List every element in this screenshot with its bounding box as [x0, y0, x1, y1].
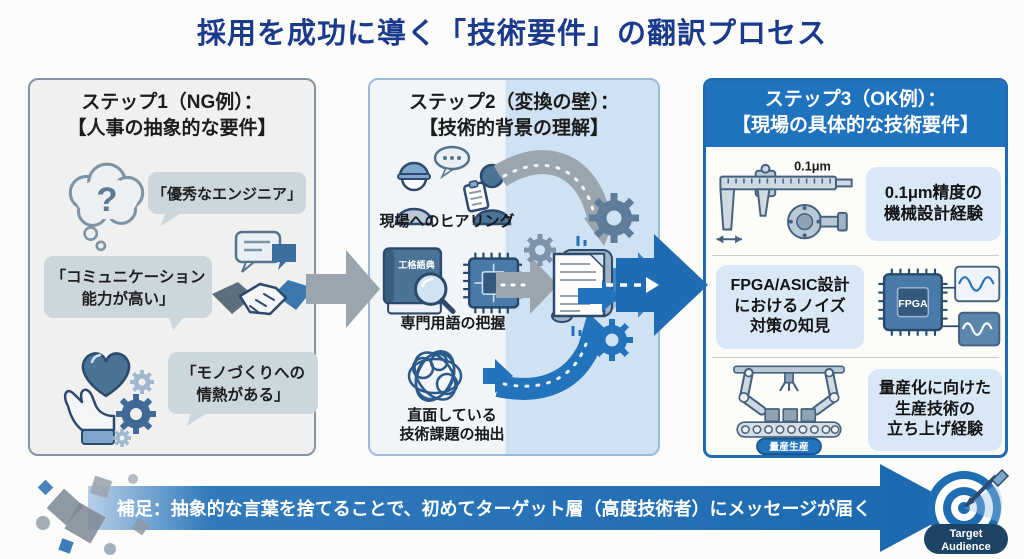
- panel-step1: ステップ1（NG例）： 【人事の抽象的な要件】 ? 「優秀なエンジニア」 「コミ…: [28, 78, 318, 456]
- gear-icon: [591, 319, 633, 361]
- requirement-text: 量産化に向けた 生産技術の 立ち上げ経験: [878, 379, 991, 439]
- speech-bubble-text: 「モノづくりへの 情熱がある」: [180, 365, 305, 404]
- footer-banner-arrow: [88, 464, 962, 552]
- requirement-bubble: 0.1μm精度の 機械設計経験: [866, 167, 1001, 241]
- step3-header: ステップ3（OK例）： 【現場の具体的な技術要件】: [706, 81, 1005, 148]
- bubble-tail: [158, 213, 182, 226]
- handshake-chat-icon: [212, 230, 314, 316]
- svg-text:?: ?: [96, 181, 117, 219]
- step2-item-label: 専門用語の把握: [400, 315, 506, 332]
- hand-heart-gears-icon: [63, 352, 156, 447]
- target-badge-line1: Target: [950, 528, 983, 540]
- thought-cloud-question-icon: ?: [68, 162, 145, 252]
- gear-icon: [113, 429, 131, 447]
- fpga-chip-icon: FPGA: [878, 265, 1001, 347]
- mini-arrow-icon: [483, 359, 513, 393]
- straight-gray-arrow-icon: [496, 256, 558, 314]
- step2-item-label: 現場へのヒアリング: [379, 213, 515, 230]
- footer-note: 補足：抽象的な言葉を捨てることで、初めてターゲット層（高度技術者）にメッセージが…: [116, 499, 872, 519]
- step2-item-label: 直面している 技術課題の抽出: [399, 407, 505, 443]
- page-title: 採用を成功に導く「技術要件」の翻訳プロセス: [196, 18, 827, 50]
- machined-part-icon: [787, 204, 848, 240]
- caliper-measure-label: 0.1μm: [794, 159, 831, 174]
- panel-step3: ステップ3（OK例）： 【現場の具体的な技術要件】 0.1μm 0.1μm精度の…: [703, 78, 1008, 458]
- factory-line-icon: 量産生産: [733, 365, 845, 455]
- gear-icon: [130, 370, 154, 394]
- speech-bubble-text: 「優秀なエンジニア」: [151, 185, 302, 203]
- confetti-square: [58, 538, 74, 554]
- arrow-step1-to-step2-icon: [306, 250, 380, 328]
- gear-icon: [524, 234, 556, 266]
- speech-bubble: 「モノづくりへの 情熱がある」: [168, 352, 318, 426]
- requirement-bubble: FPGA/ASIC設計 におけるノイズ 対策の知見: [716, 265, 864, 349]
- arrow-step2-to-step3-icon: [616, 234, 708, 336]
- curved-gray-arrow-icon: [493, 150, 612, 225]
- tangle-icon: [407, 350, 513, 402]
- speech-bubble: 「コミュニケーション 能力が高い」: [44, 256, 212, 330]
- production-badge-label: 量産生産: [769, 440, 809, 453]
- confetti-dot: [128, 474, 138, 484]
- requirement-text: FPGA/ASIC設計 におけるノイズ 対策の知見: [730, 276, 850, 336]
- speech-bubble-text: 「コミュニケーション 能力が高い」: [50, 269, 206, 308]
- production-badge: [756, 437, 822, 455]
- requirement-text: 0.1μm精度の 機械設計経験: [884, 183, 983, 223]
- chip-label: FPGA: [898, 298, 928, 310]
- row-divider: [712, 255, 999, 256]
- gear-icon: [116, 394, 156, 434]
- document-gears-icon: [551, 249, 620, 323]
- target-badge-line2: Audience: [941, 541, 991, 553]
- clipboard-icon: [463, 180, 490, 213]
- bubble-tail: [168, 317, 189, 330]
- magnifier-icon: [413, 272, 456, 314]
- book-label: 工格語典: [398, 259, 434, 270]
- confetti-dot: [36, 516, 50, 530]
- gear-icon: [589, 193, 639, 243]
- step2-header: ステップ2（変換の壁）： 【技術的背景の理解】: [408, 92, 620, 139]
- row-divider: [712, 357, 999, 358]
- confetti-square: [37, 479, 54, 496]
- bubble-tail: [184, 413, 208, 426]
- target-audience-icon: Target Audience: [924, 468, 1010, 554]
- conversion-flow-graphic: [493, 150, 708, 400]
- speech-bubble: 「優秀なエンジニア」: [148, 172, 306, 226]
- caliper-part-icon: 0.1μm: [716, 159, 853, 244]
- step1-header: ステップ1（NG例）： 【人事の抽象的な要件】: [67, 92, 277, 139]
- confetti-dot: [104, 543, 116, 555]
- curved-blue-arrow-icon: [495, 335, 603, 400]
- target-badge: [924, 524, 1008, 554]
- requirement-bubble: 量産化に向けた 生産技術の 立ち上げ経験: [868, 369, 1002, 451]
